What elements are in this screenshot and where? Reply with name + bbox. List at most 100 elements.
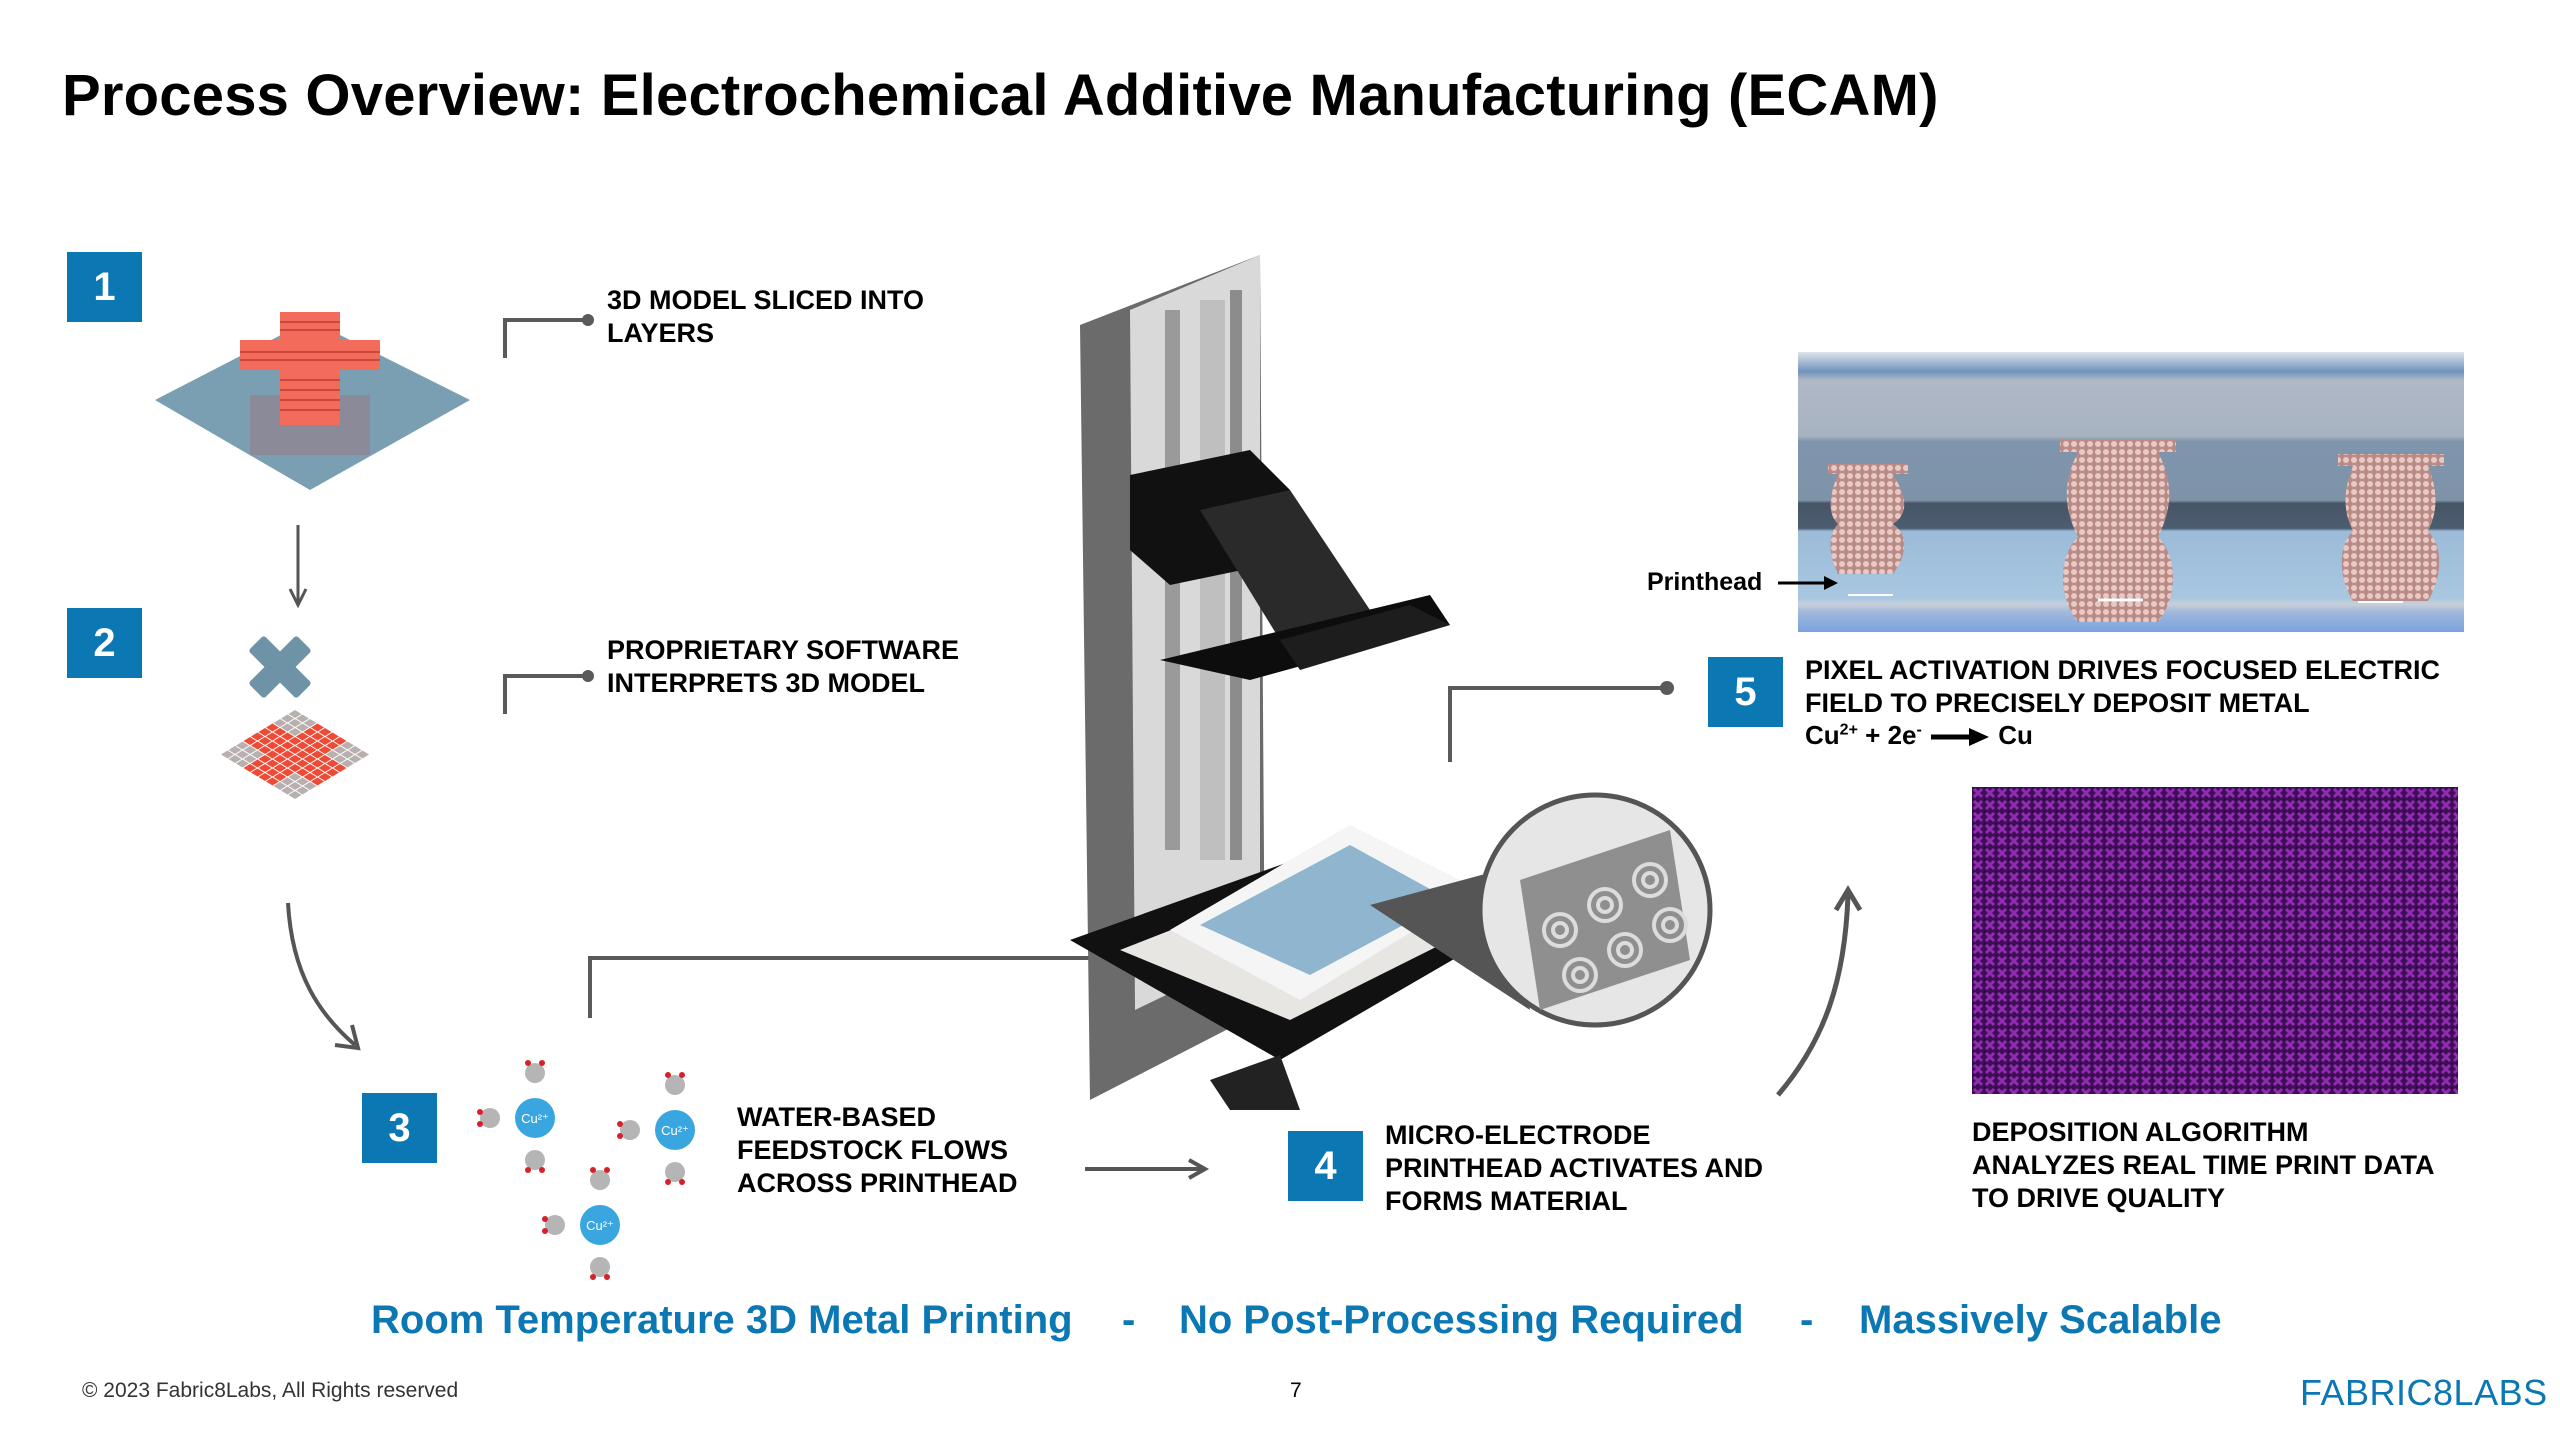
pixel-tile bbox=[296, 741, 309, 750]
copper-ion-icon bbox=[515, 1098, 555, 1138]
pixel-tile bbox=[288, 782, 302, 790]
hydrogen-atom-icon bbox=[539, 1060, 545, 1066]
pixel-tile bbox=[326, 732, 339, 741]
hydrogen-atom-icon bbox=[604, 1167, 610, 1173]
step-1-label-line: LAYERS bbox=[607, 318, 715, 348]
printhead-label: Printhead bbox=[1647, 568, 1763, 596]
pixel-tile bbox=[288, 746, 302, 754]
pixel-tile bbox=[281, 777, 294, 786]
pixel-tile bbox=[266, 723, 279, 732]
step-1-label-line: 3D MODEL SLICED INTO bbox=[607, 285, 925, 315]
hydrogen-atom-icon bbox=[542, 1216, 548, 1222]
pixel-tile bbox=[341, 759, 354, 768]
pixel-tile bbox=[236, 750, 249, 759]
pixel-tile bbox=[303, 746, 317, 754]
water-molecule-icon bbox=[480, 1108, 500, 1128]
step-3-badge: 3 bbox=[362, 1093, 437, 1163]
pixel-tile bbox=[326, 768, 339, 777]
step-2-connector bbox=[503, 670, 594, 714]
hydrogen-atom-icon bbox=[665, 1072, 671, 1078]
water-molecule-icon bbox=[590, 1257, 610, 1277]
pixel-tile bbox=[273, 728, 287, 736]
step-2-label-line: PROPRIETARY SOFTWARE bbox=[607, 635, 960, 665]
pixel-tile bbox=[303, 782, 317, 790]
copper-ion-label: Cu²⁺ bbox=[521, 1111, 549, 1126]
step-5-label: PIXEL ACTIVATION DRIVES FOCUSED ELECTRIC… bbox=[1805, 654, 2440, 720]
step-1-label: 3D MODEL SLICED INTO LAYERS bbox=[607, 284, 924, 350]
algorithm-label-line: TO DRIVE QUALITY bbox=[1972, 1183, 2226, 1213]
pixel-tile bbox=[251, 759, 264, 768]
deposition-algorithm-heatmap-image bbox=[1972, 787, 2458, 1094]
pixel-tile bbox=[303, 737, 317, 745]
copper-reduction-equation: Cu2+ + 2e- Cu bbox=[1805, 720, 2033, 751]
step-5-connector bbox=[1448, 681, 1674, 762]
water-molecule-icon bbox=[545, 1215, 565, 1235]
copper-ion-molecules-icon: Cu²⁺Cu²⁺Cu²⁺ bbox=[477, 1060, 695, 1280]
pixel-tile bbox=[303, 728, 317, 736]
pixel-tile bbox=[281, 768, 294, 777]
tagline-item: No Post-Processing Required bbox=[1179, 1298, 1744, 1342]
pixel-tile bbox=[266, 759, 279, 768]
hydrogen-atom-icon bbox=[477, 1109, 483, 1115]
pixel-tile bbox=[251, 741, 264, 750]
pixel-tile bbox=[296, 732, 309, 741]
pixel-tile bbox=[266, 750, 279, 759]
hydrogen-atom-icon bbox=[604, 1274, 610, 1280]
pixel-tile bbox=[258, 746, 272, 754]
pixel-tile bbox=[318, 764, 332, 772]
pixel-tile bbox=[296, 714, 309, 723]
pixel-tile bbox=[273, 782, 287, 790]
pixel-tile bbox=[273, 773, 287, 781]
pixel-tile bbox=[318, 773, 332, 781]
hydrogen-atom-icon bbox=[590, 1274, 596, 1280]
pixel-tile bbox=[243, 755, 257, 763]
step-3-label-line: FEEDSTOCK FLOWS bbox=[737, 1135, 1009, 1165]
step-3-label-line: WATER-BASED bbox=[737, 1102, 936, 1132]
pixel-tile bbox=[288, 755, 302, 763]
pixel-tile bbox=[318, 737, 332, 745]
hydrogen-atom-icon bbox=[679, 1072, 685, 1078]
pixel-tile bbox=[333, 755, 347, 763]
pixel-tile bbox=[296, 777, 309, 786]
step-4-number: 4 bbox=[1314, 1143, 1337, 1188]
down-arrow-icon bbox=[288, 525, 308, 609]
pixel-tile bbox=[296, 759, 309, 768]
pixel-tile bbox=[296, 768, 309, 777]
pixel-tile bbox=[273, 755, 287, 763]
printhead-pointer-arrow-icon bbox=[1778, 576, 1838, 590]
pixel-tile bbox=[258, 737, 272, 745]
pixel-tile bbox=[281, 714, 294, 723]
pixel-tile bbox=[348, 755, 362, 763]
step-3-label: WATER-BASED FEEDSTOCK FLOWS ACROSS PRINT… bbox=[737, 1101, 1018, 1200]
equation-product: Cu bbox=[1998, 720, 2033, 750]
pixel-tile bbox=[356, 750, 369, 759]
pixel-tile bbox=[318, 755, 332, 763]
pixel-tile bbox=[303, 719, 317, 727]
pixel-tile bbox=[288, 719, 302, 727]
pixel-tile bbox=[266, 741, 279, 750]
pixel-tile bbox=[303, 773, 317, 781]
equation-electrons: + 2e bbox=[1865, 720, 1917, 750]
copper-ion-icon bbox=[655, 1110, 695, 1150]
pixel-tile bbox=[281, 741, 294, 750]
step-1-connector bbox=[503, 314, 594, 358]
pixel-tile bbox=[236, 741, 249, 750]
step-5-number: 5 bbox=[1734, 669, 1757, 714]
pixel-tile bbox=[281, 723, 294, 732]
step-2-label: PROPRIETARY SOFTWARE INTERPRETS 3D MODEL bbox=[607, 634, 959, 700]
cross-shape-icon bbox=[249, 636, 311, 698]
pixel-tile bbox=[288, 773, 302, 781]
pixel-tile bbox=[251, 750, 264, 759]
pixel-tile bbox=[326, 741, 339, 750]
pixel-tile bbox=[281, 750, 294, 759]
step-4-badge: 4 bbox=[1288, 1131, 1363, 1201]
fabric8labs-logo: FABRIC8LABS bbox=[2300, 1372, 2548, 1413]
step-3-number: 3 bbox=[388, 1105, 411, 1150]
step-5-badge: 5 bbox=[1708, 657, 1783, 727]
hydrogen-atom-icon bbox=[617, 1133, 623, 1139]
pixel-tile bbox=[281, 732, 294, 741]
pixel-tile bbox=[288, 764, 302, 772]
pixel-tile bbox=[251, 732, 264, 741]
pixel-tile bbox=[341, 741, 354, 750]
pixel-tile bbox=[296, 786, 309, 795]
